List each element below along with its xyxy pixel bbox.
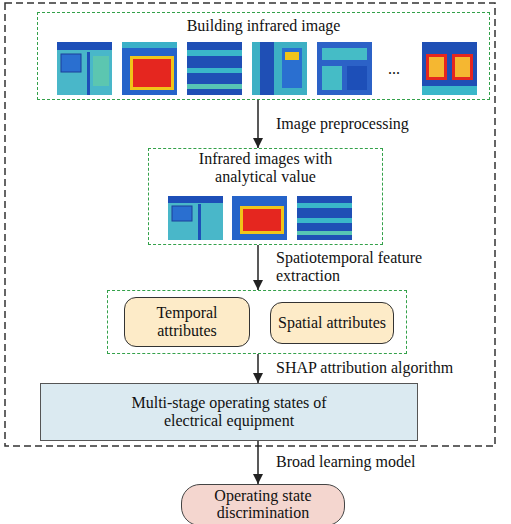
thumb-patch — [322, 66, 342, 90]
thumb-patch — [240, 206, 284, 234]
infrared-thumbnail — [252, 42, 307, 95]
edge-label: Broad learning model — [274, 453, 418, 471]
thumb-ground — [297, 196, 352, 240]
thumb-patch — [122, 42, 177, 48]
thumb-ground — [422, 42, 477, 95]
thumb-patch — [187, 50, 242, 56]
group-heading: Infrared images with analytical value — [183, 150, 348, 187]
edge-label: SHAP attribution algorithm — [274, 359, 455, 377]
thumb-ground — [122, 42, 177, 95]
thumb-ground — [232, 196, 287, 240]
attribute-box: Temporal attributes — [124, 297, 250, 347]
thumb-patch — [297, 231, 352, 235]
flow-arrow — [257, 354, 259, 383]
thumb-patch — [93, 56, 109, 86]
box-label: Operating state discrimination — [188, 488, 338, 522]
thumb-ground — [252, 42, 307, 95]
infrared-thumbnail — [422, 42, 477, 95]
infrared-thumbnail — [168, 196, 223, 240]
thumb-patch — [426, 54, 447, 80]
flow-arrow — [257, 245, 259, 290]
image-group: Building infrared image — [37, 12, 490, 100]
thumb-patch — [285, 52, 299, 60]
infrared-thumbnail — [57, 42, 112, 95]
thumb-patch — [198, 204, 201, 240]
thumb-ground — [317, 42, 372, 95]
infrared-thumbnail — [317, 42, 372, 95]
edge-label: Spatiotemporal feature extraction — [274, 249, 468, 286]
box-label: Multi-stage operating states of electric… — [122, 394, 337, 431]
outer-dashed-frame — [5, 3, 495, 446]
thumb-patch — [130, 56, 174, 90]
thumb-patch — [57, 42, 112, 50]
thumb-patch — [172, 206, 192, 221]
feature-group: Temporal attributes Spatial attributes — [107, 290, 407, 354]
flow-arrow — [257, 100, 259, 148]
thumb-patch — [168, 196, 223, 203]
image-group: Infrared images with analytical value — [148, 148, 383, 245]
result-pill: Operating state discrimination — [181, 484, 345, 524]
infrared-thumbnail — [122, 42, 177, 95]
thumb-patch — [422, 86, 477, 95]
thumb-patch — [61, 54, 81, 72]
thumb-patch — [243, 209, 281, 231]
thumb-patch — [297, 218, 352, 223]
thumb-patch — [429, 57, 444, 77]
thumb-patch — [297, 203, 352, 208]
box-label: Spatial attributes — [278, 314, 386, 332]
group-heading: Building infrared image — [64, 17, 464, 35]
thumb-patch — [133, 59, 171, 87]
thumb-patch — [452, 54, 473, 80]
thumb-patch — [260, 42, 274, 95]
infrared-thumbnail — [187, 42, 242, 95]
ellipsis-label: ... — [388, 60, 400, 78]
thumb-patch — [87, 52, 90, 95]
edge-label: Image preprocessing — [274, 115, 411, 133]
box-label: Temporal attributes — [132, 304, 242, 341]
thumb-patch — [187, 84, 242, 89]
thumb-patch — [282, 48, 302, 88]
thumb-ground — [187, 42, 242, 95]
thumb-patch — [455, 57, 470, 77]
thumb-patch — [347, 66, 367, 90]
attribute-box: Spatial attributes — [270, 302, 394, 344]
thumb-patch — [322, 48, 367, 60]
flow-arrow — [257, 441, 259, 484]
infrared-thumbnail — [232, 196, 287, 240]
thumb-patch — [187, 68, 242, 73]
thumb-ground — [57, 42, 112, 95]
infrared-thumbnail — [297, 196, 352, 240]
thumb-ground — [168, 196, 223, 240]
state-box: Multi-stage operating states of electric… — [40, 383, 418, 441]
